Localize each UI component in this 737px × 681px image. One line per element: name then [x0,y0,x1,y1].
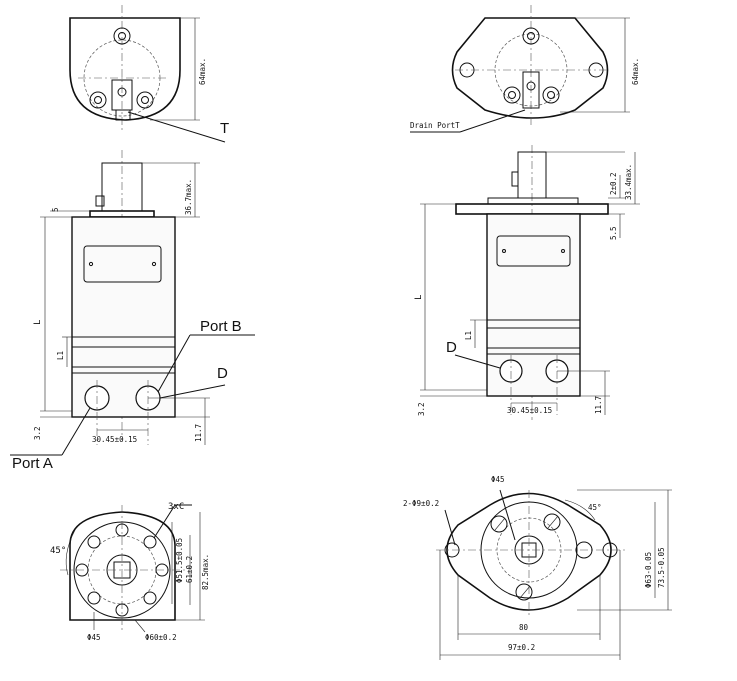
label-port-a: Port A [12,455,53,472]
label-port-b: Port B [200,318,242,335]
dim-2-phi9: 2-Φ9±0.2 [403,499,439,508]
dim-64max-left: 64max. [198,58,207,85]
right-top-view: Drain PortT 64max. [410,5,640,133]
callout-drain-port: Drain PortT [410,121,460,130]
dim-82-5max: 82.5max. [201,554,210,590]
dim-3-2-left: 3.2 [33,426,42,440]
right-side-view: L L1 3.2 2±0.2 33.4max. 5.5 11.7 30.45±0… [414,145,640,420]
dim-11-7-left: 11.7 [194,424,203,442]
dim-61: 61±0.2 [185,556,194,583]
dim-33-4max: 33.4max. [624,164,633,200]
dim-l-right: L [414,295,424,300]
left-side-view: L L1 5 3.2 36.7max. 11.7 30.45±0.15 Port… [10,150,255,472]
label-3xc: 3xC [168,502,184,512]
dim-11-7-right: 11.7 [594,396,603,414]
dim-45deg-left: 45° [50,546,66,556]
dim-30-45-right: 30.45±0.15 [507,406,552,415]
dim-80: 80 [519,623,529,632]
label-d-right: D [446,339,457,356]
dim-phi60-left: Φ60±0.2 [145,633,177,642]
dim-phi45-left: Φ45 [87,633,101,642]
dim-phi63: Φ63-0.05 [644,552,653,588]
dim-2-right: 2±0.2 [609,172,618,195]
dim-5-left: 5 [51,207,60,212]
left-bottom-view: 3xC 45° Φ45 Φ60±0.2 Φ51.5±0.05 61±0.2 82… [50,502,210,642]
dim-3-2-right: 3.2 [417,402,426,416]
dim-36-7max: 36.7max. [184,179,193,215]
dim-97: 97±0.2 [508,643,535,652]
dim-73-5: 73.5-0.05 [657,547,666,588]
dim-l1-left: L1 [56,351,65,360]
dim-l1-right: L1 [464,331,473,340]
label-d-left: D [217,365,228,382]
dim-phi51: Φ51.5±0.05 [175,538,184,583]
dim-45deg-right: 45° [588,503,602,512]
right-bottom-view: Φ45 2-Φ9±0.2 45° Φ63-0.05 73.5-0.05 80 9… [403,475,672,660]
dim-64max-right: 64max. [631,58,640,85]
left-top-view: T 64max. [69,5,229,143]
dim-l-left: L [33,320,43,325]
dim-phi45-right: Φ45 [491,475,505,484]
dim-5-5: 5.5 [609,226,618,240]
callout-t-left: T [220,120,229,137]
dim-30-45-left: 30.45±0.15 [92,435,137,444]
